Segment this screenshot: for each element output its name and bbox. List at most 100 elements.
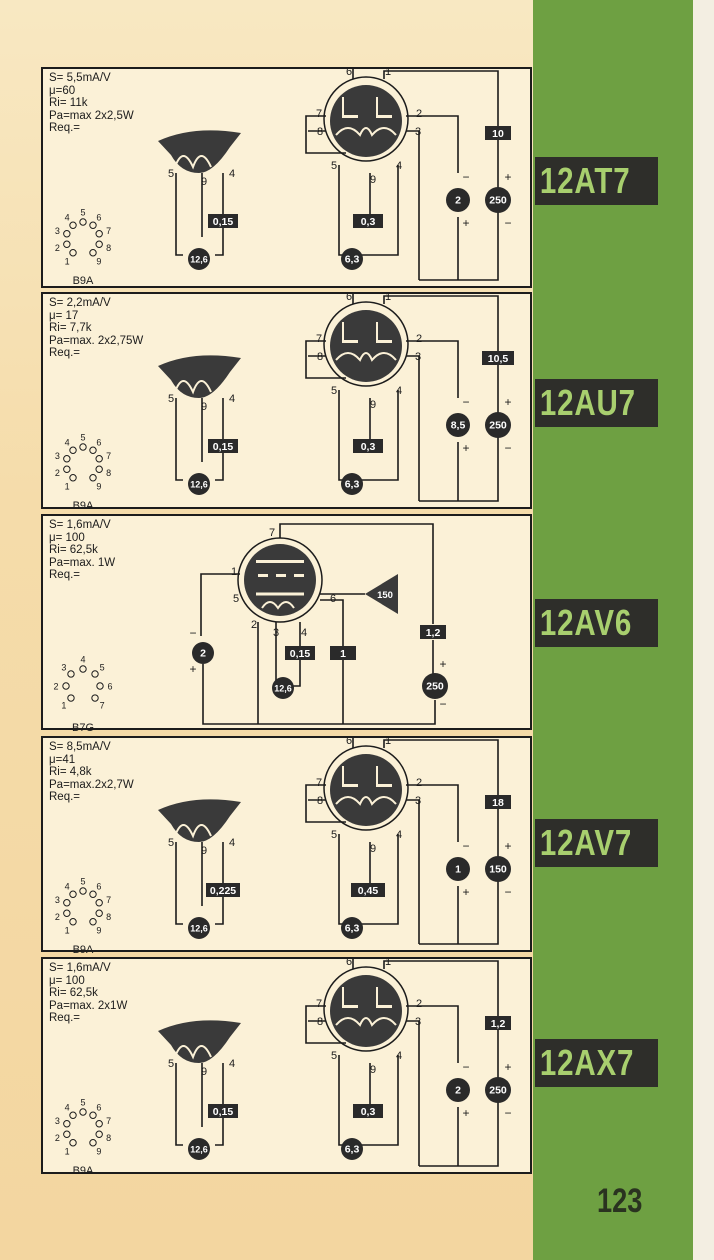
socket-pin [95,909,103,917]
anode-dissipation: Pa=max 2x2,5W [49,109,134,122]
diode-current [330,646,356,660]
label: 9 [370,399,376,411]
wire [383,739,499,945]
socket-pin [95,899,103,907]
wire [338,1055,348,1146]
tap-voltage [341,1138,363,1160]
socket-pin [63,455,71,463]
anode [342,322,344,340]
socket-pin-number: 5 [80,1098,85,1108]
socket-pin-number: 2 [55,1133,60,1143]
wire [358,834,399,925]
socket-pin [62,682,70,690]
socket-pin [63,909,71,917]
heater-current [206,883,240,897]
label: 2 [416,998,422,1010]
label: 7 [316,108,322,120]
tap-voltage-text: 6,3 [345,923,360,935]
label: 9 [201,176,207,188]
wire [215,842,224,925]
polarity-sign: + [189,662,196,676]
socket-pin [69,249,77,257]
wire [406,1020,420,1166]
label: 5 [331,385,337,397]
label: 4 [396,385,402,397]
tap-current-text: 0,45 [358,885,379,897]
anode-dissipation: Pa=max. 1W [49,556,116,569]
heater-current-text: 0,15 [213,1106,234,1118]
label: 5 [168,837,174,849]
heater-voltage [272,677,294,699]
grid-bias [192,642,214,664]
tube-panel-12av6: S= 1,6mA/V μ= 100 Ri= 62,5k Pa=max. 1W R… [41,514,532,732]
label: 6 [330,593,336,605]
socket-pin-number: 3 [55,1116,60,1126]
spec-block: S= 1,6mA/V μ= 100 Ri= 62,5k Pa=max. 1W R… [49,519,115,582]
socket-pin-number: 7 [106,1116,111,1126]
grid-bias [446,188,470,212]
label: 5 [331,829,337,841]
tap-current [351,883,385,897]
grid [376,340,392,343]
socket-pin-number: 4 [65,882,70,892]
wire [406,340,459,398]
internal-resistance: Ri= 4,8k [49,766,92,778]
socket-pin [69,1139,77,1147]
anode-voltage-text: 250 [489,1085,507,1097]
anode [376,987,378,1005]
polarity-sign: − [462,395,469,409]
internal-resistance: Ri= 11k [49,97,88,109]
heater-voltage [188,248,210,270]
required-resistance: Req.= [49,347,81,359]
wire [279,523,434,624]
tube-tab-12at7: 12AT7 [535,157,658,205]
label: 9 [201,845,207,857]
tube-tab-12au7: 12AU7 [535,379,658,427]
label: 5 [331,160,337,172]
anode-voltage [422,673,448,699]
anode [256,560,304,563]
wire [352,294,354,304]
tube-panel-12at7: S= 5,5mA/V μ=60 Ri= 11k Pa=max 2x2,5W Re… [41,67,532,288]
wire [338,834,348,925]
socket-pin [79,1108,87,1116]
wire [305,1005,346,1044]
anode-voltage [485,412,511,438]
socket-pin-number: 5 [80,877,85,887]
wire [406,799,420,944]
label: 5 [233,593,239,605]
heater-voltage-text: 12,6 [274,684,292,694]
cathode-heater [335,796,397,806]
socket-type: B9A [73,500,94,511]
wire [175,398,183,481]
heater-current-text: 0,15 [290,648,311,660]
wire [320,599,344,724]
wire [215,398,224,481]
required-resistance: Req.= [49,569,81,581]
wire [352,738,354,748]
label: 8 [317,351,323,363]
required-resistance: Req.= [49,122,81,134]
socket-pin [69,890,77,898]
label: 8 [317,126,323,138]
internal-resistance: Ri= 7,7k [49,322,92,334]
polarity-sign: − [439,697,446,711]
wire [383,70,499,281]
anode [376,97,378,115]
label: 9 [370,843,376,855]
socket-pin-number: 6 [96,438,101,448]
wire [175,173,183,256]
socket-pin [79,665,87,673]
heater-current [208,439,238,453]
polarity-sign: + [439,657,446,671]
amplification-factor: μ=41 [49,753,76,766]
heater-filament [174,380,212,395]
socket-pin-number: 1 [65,1146,70,1156]
wire [305,784,346,823]
wire [358,1055,399,1146]
socket-pin-number: 7 [100,701,105,711]
socket-pin [95,1130,103,1138]
anode-voltage-text: 150 [489,864,507,876]
heater [261,601,295,610]
